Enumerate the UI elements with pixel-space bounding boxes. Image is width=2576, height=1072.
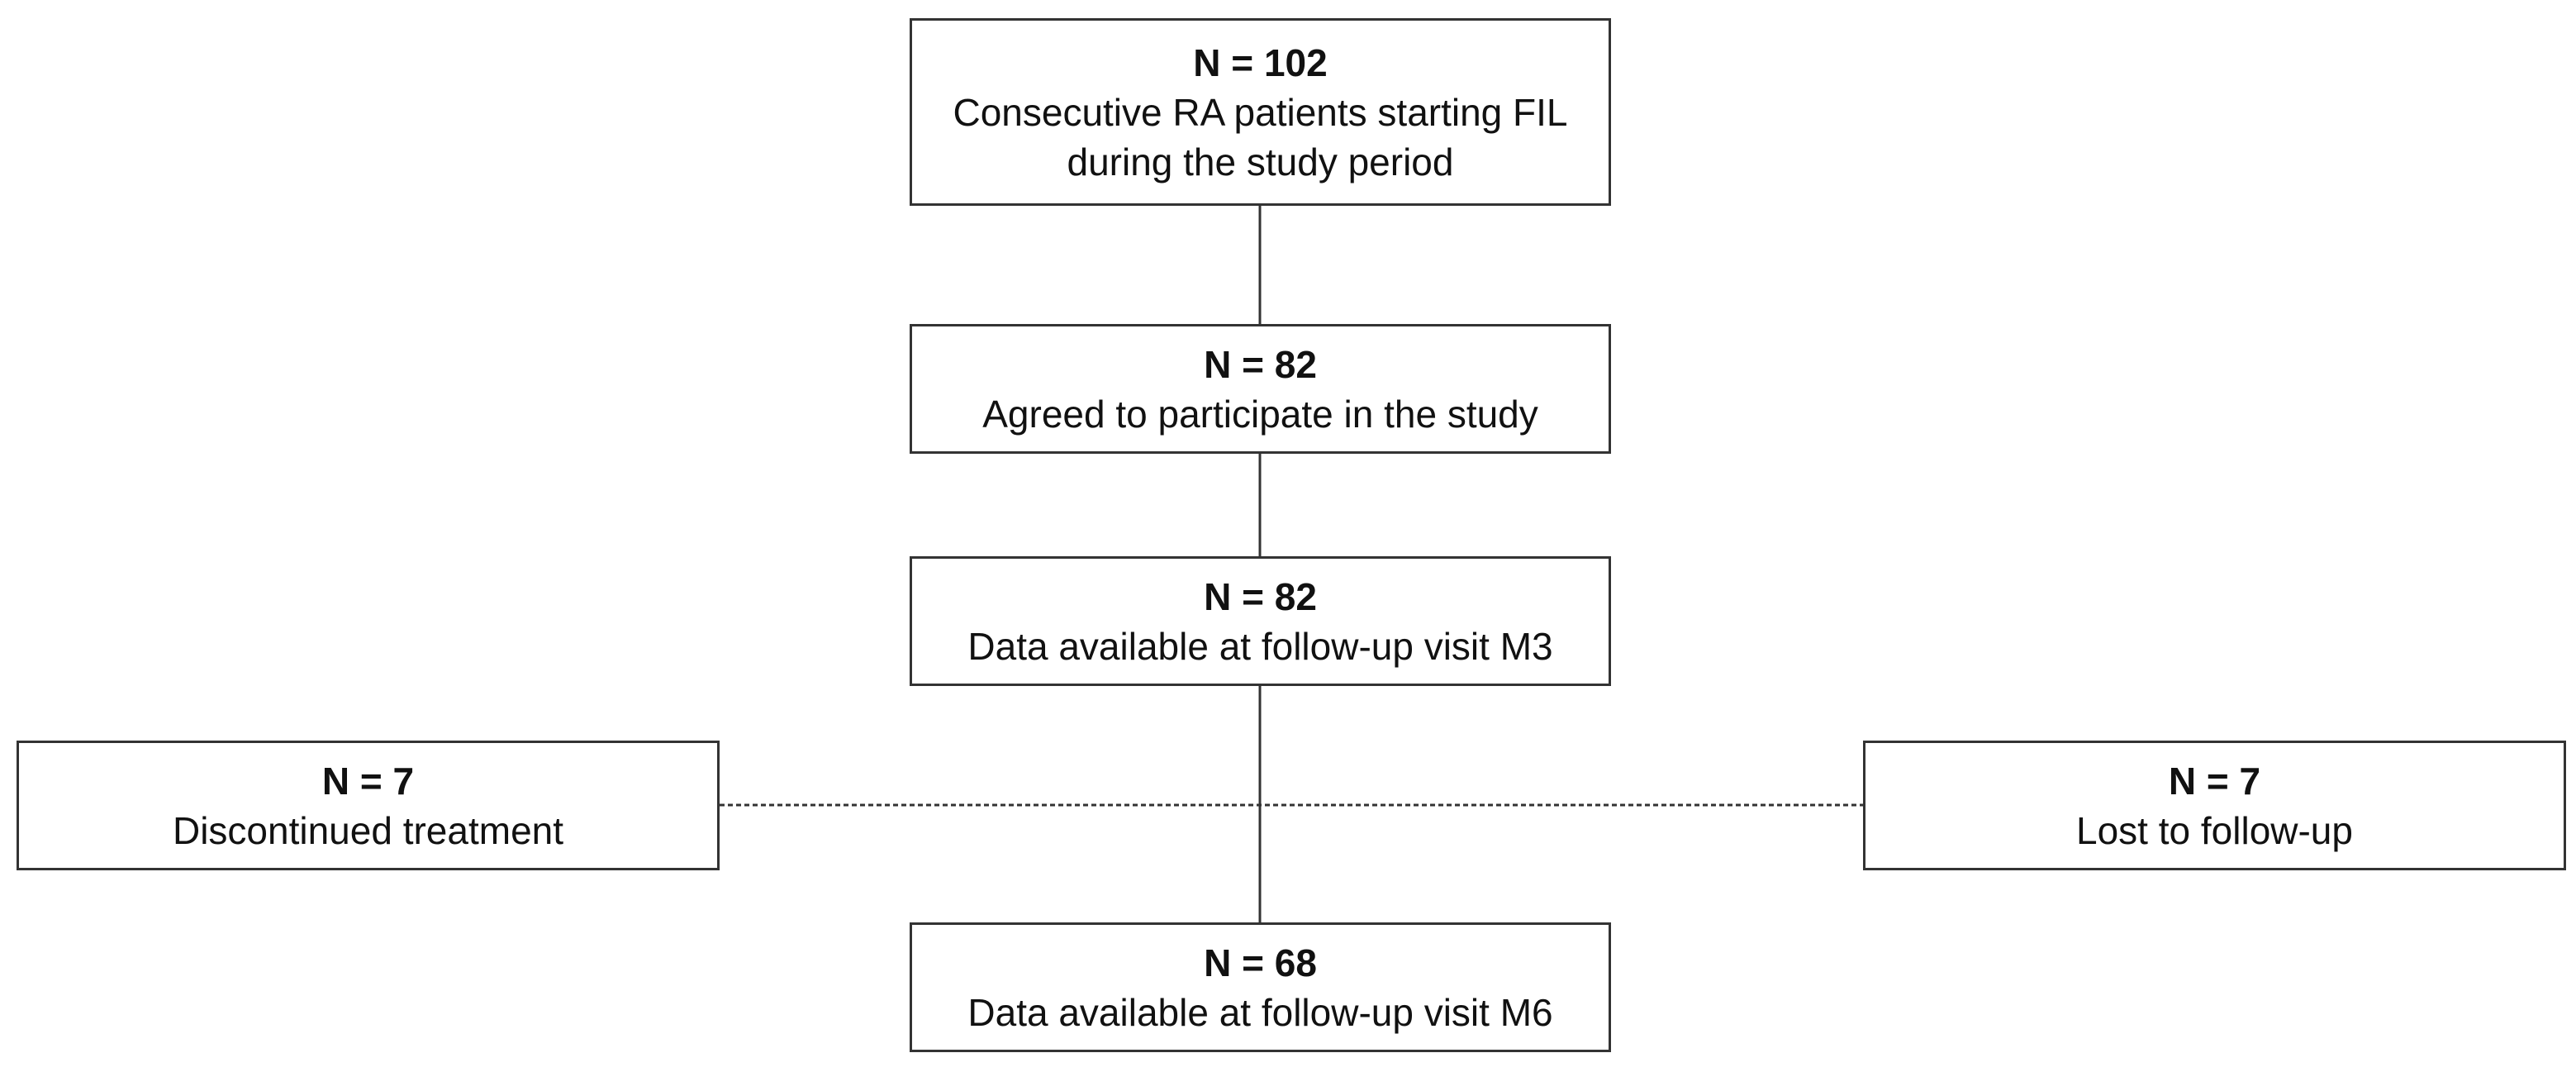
box-enrolled-patients: N = 102 Consecutive RA patients starting… <box>910 18 1611 206</box>
m3-description: Data available at follow-up visit M3 <box>967 624 1553 668</box>
agreed-description: Agreed to participate in the study <box>982 392 1538 436</box>
discontinued-description: Discontinued treatment <box>172 808 564 852</box>
box-agreed-to-participate: N = 82 Agreed to participate in the stud… <box>910 324 1611 454</box>
box-discontinued-treatment: N = 7 Discontinued treatment <box>17 741 720 870</box>
box-data-m6: N = 68 Data available at follow-up visit… <box>910 922 1611 1052</box>
box-lost-to-follow-up: N = 7 Lost to follow-up <box>1863 741 2566 870</box>
agreed-count: N = 82 <box>1204 342 1317 386</box>
m6-count: N = 68 <box>1204 941 1317 984</box>
m3-count: N = 82 <box>1204 574 1317 618</box>
m6-description: Data available at follow-up visit M6 <box>967 990 1553 1034</box>
box-data-m3: N = 82 Data available at follow-up visit… <box>910 556 1611 686</box>
lost-count: N = 7 <box>2168 759 2261 803</box>
discontinued-count: N = 7 <box>321 759 415 803</box>
enrolled-description: Consecutive RA patients starting FIL dur… <box>953 90 1568 183</box>
lost-description: Lost to follow-up <box>2076 808 2353 852</box>
enrolled-count: N = 102 <box>1193 40 1328 84</box>
